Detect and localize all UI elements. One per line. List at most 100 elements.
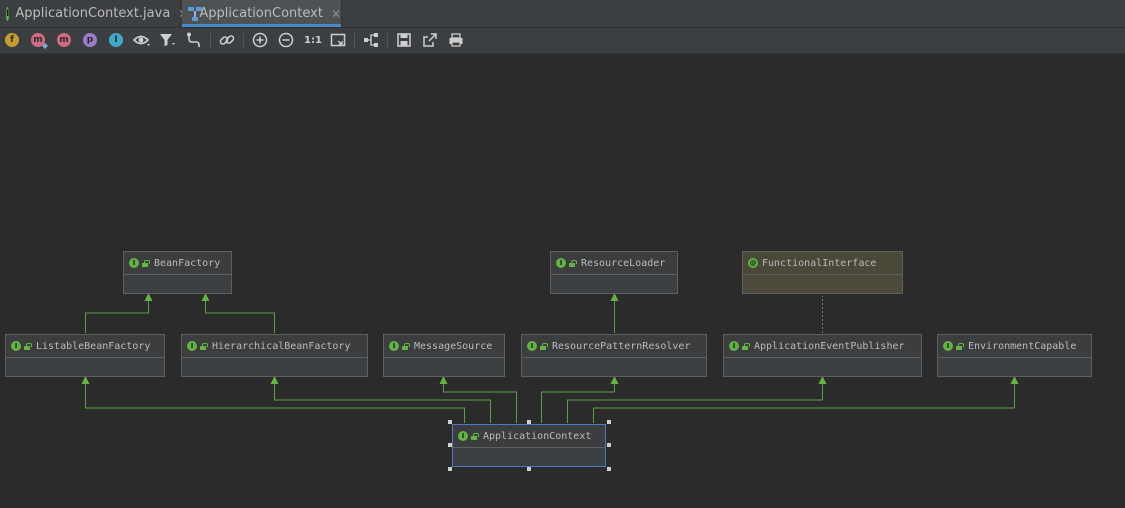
interface-icon: I (729, 341, 739, 351)
node-applicationeventpublisher[interactable]: I ApplicationEventPublisher (723, 334, 922, 377)
layout-icon (364, 33, 378, 47)
selection-handle[interactable] (527, 420, 531, 424)
node-header: I ResourceLoader (551, 252, 677, 275)
show-constructors-button[interactable]: m ◆ (29, 32, 48, 50)
apply-layout-button[interactable] (362, 32, 380, 48)
node-functionalinterface[interactable]: @ FunctionalInterface (742, 251, 903, 294)
zoom-out-button[interactable] (277, 32, 295, 48)
eye-icon (133, 35, 150, 46)
public-icon (142, 259, 150, 267)
interface-icon: I (556, 258, 566, 268)
arrowhead (201, 293, 210, 301)
show-fields-button[interactable]: f (3, 32, 21, 48)
public-icon (402, 342, 410, 350)
show-methods-button[interactable]: m (55, 32, 73, 48)
visibility-filter-button[interactable] (133, 32, 151, 48)
node-messagesource[interactable]: I MessageSource (383, 334, 505, 377)
show-edge-labels-button[interactable] (218, 32, 236, 48)
tab-applicationcontext-java[interactable]: I ApplicationContext.java ✕ (0, 0, 188, 27)
node-resourceloader[interactable]: I ResourceLoader (550, 251, 678, 294)
arrowhead (610, 376, 619, 384)
interface-icon: I (11, 341, 21, 351)
node-header: I ResourcePatternResolver (522, 335, 706, 358)
fit-content-icon (330, 33, 346, 47)
export-diagram-button[interactable] (421, 32, 439, 48)
node-header: I ListableBeanFactory (6, 335, 164, 358)
node-resourcepatternresolver[interactable]: I ResourcePatternResolver (521, 334, 707, 377)
show-dependencies-button[interactable] (185, 32, 203, 48)
selection-handle[interactable] (448, 420, 452, 424)
editor-tab-bar: I ApplicationContext.java ✕ ApplicationC… (0, 0, 1125, 28)
method-icon: m (57, 33, 71, 47)
fit-content-button[interactable] (329, 32, 347, 48)
selection-handle[interactable] (607, 420, 611, 424)
filter-button[interactable] (159, 32, 177, 48)
zoom-in-button[interactable] (251, 32, 269, 48)
toolbar-separator (354, 33, 355, 48)
node-title: BeanFactory (154, 257, 221, 269)
selection-handle[interactable] (607, 467, 611, 471)
public-icon (742, 342, 750, 350)
interface-icon: I (6, 6, 10, 21)
save-diagram-button[interactable] (395, 32, 413, 48)
public-icon (956, 342, 964, 350)
selection-handle[interactable] (448, 467, 452, 471)
public-icon (200, 342, 208, 350)
node-title: EnvironmentCapable (968, 340, 1077, 352)
toolbar-separator (243, 33, 244, 48)
arrowhead (610, 293, 619, 301)
interface-icon: I (943, 341, 953, 351)
zoom-in-icon (252, 32, 268, 48)
arrowhead (270, 376, 279, 384)
interface-icon: I (187, 341, 197, 351)
inheritance-edges (81, 293, 1019, 423)
public-icon (540, 342, 548, 350)
node-title: ListableBeanFactory (36, 340, 151, 352)
filter-icon (160, 34, 175, 46)
node-applicationcontext[interactable]: I ApplicationContext (452, 424, 606, 467)
uml-diagram-canvas[interactable]: I BeanFactory I ResourceLoader @ Functio… (0, 54, 1125, 508)
arrowhead (439, 376, 448, 384)
inner-class-icon: I (109, 33, 123, 47)
print-icon (449, 33, 463, 47)
node-environmentcapable[interactable]: I EnvironmentCapable (937, 334, 1092, 377)
print-diagram-button[interactable] (447, 32, 465, 48)
arrowhead (818, 376, 827, 384)
close-icon[interactable]: ✕ (330, 6, 341, 21)
selection-handle[interactable] (527, 467, 531, 471)
diagram-icon (188, 6, 202, 21)
node-hierarchicalbeanfactory[interactable]: I HierarchicalBeanFactory (181, 334, 368, 377)
node-header: I MessageSource (384, 335, 504, 358)
link-icon (219, 35, 235, 45)
tab-applicationcontext-diagram[interactable]: ApplicationContext ✕ (182, 0, 342, 27)
toolbar-separator (387, 33, 388, 48)
interface-icon: I (458, 431, 468, 441)
node-header: I HierarchicalBeanFactory (182, 335, 367, 358)
public-icon (471, 432, 479, 440)
toolbar-separator (210, 33, 211, 48)
arrowhead (81, 376, 90, 384)
node-beanfactory[interactable]: I BeanFactory (123, 251, 232, 294)
show-properties-button[interactable]: p (81, 32, 99, 48)
node-title: ApplicationContext (483, 430, 592, 442)
zoom-out-icon (278, 32, 294, 48)
tab-label: ApplicationContext (199, 6, 323, 21)
selection-handle[interactable] (607, 443, 611, 447)
actual-size-button[interactable]: 1:1 (304, 34, 322, 46)
public-icon (569, 259, 577, 267)
save-icon (397, 33, 411, 47)
node-title: FunctionalInterface (762, 257, 877, 269)
property-icon: p (83, 33, 97, 47)
node-title: ApplicationEventPublisher (754, 340, 905, 352)
tab-label: ApplicationContext.java (15, 6, 171, 21)
export-icon (423, 33, 437, 47)
selection-handle[interactable] (448, 443, 452, 447)
interface-icon: I (389, 341, 399, 351)
node-title: ResourcePatternResolver (552, 340, 691, 352)
node-header: @ FunctionalInterface (743, 252, 902, 275)
show-inner-classes-button[interactable]: I (107, 32, 125, 48)
field-icon: f (5, 33, 19, 47)
diagram-toolbar: f m ◆ m p I (0, 28, 1125, 54)
node-listablebeanfactory[interactable]: I ListableBeanFactory (5, 334, 165, 377)
route-icon (187, 32, 200, 47)
